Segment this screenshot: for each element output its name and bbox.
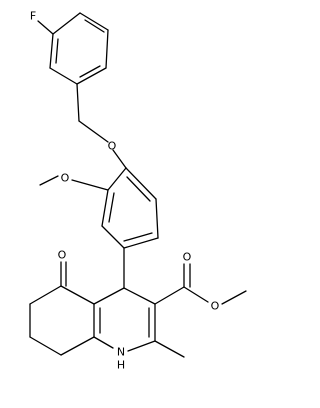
benzyl-ether-linker [76,83,127,169]
molecule-structure: F O O O O O N H [29,10,247,372]
ketone-oxygen-label: O [58,249,67,262]
ester-oxygen-label: O [211,300,220,313]
carbonyl-oxygen-label: O [183,251,192,264]
cyclohexanone-ring [29,261,95,356]
fluorophenyl-ring [37,12,109,85]
methoxyphenyl-ring [101,167,159,249]
amine-hydrogen-label: H [117,359,125,372]
methyl-ester-group [154,263,247,305]
methoxy-group [39,175,109,191]
ether-oxygen-label: O [108,140,117,153]
dihydropyridine-ring [93,287,156,352]
fluorine-label: F [30,10,36,23]
c2-methyl-bond [154,340,185,358]
amine-nitrogen-label: N [117,346,125,359]
molecule-canvas: F O O O O O N H [29,9,247,372]
methoxy-oxygen-label: O [61,172,70,185]
atom-labels: F O O O O O N H [30,10,220,372]
